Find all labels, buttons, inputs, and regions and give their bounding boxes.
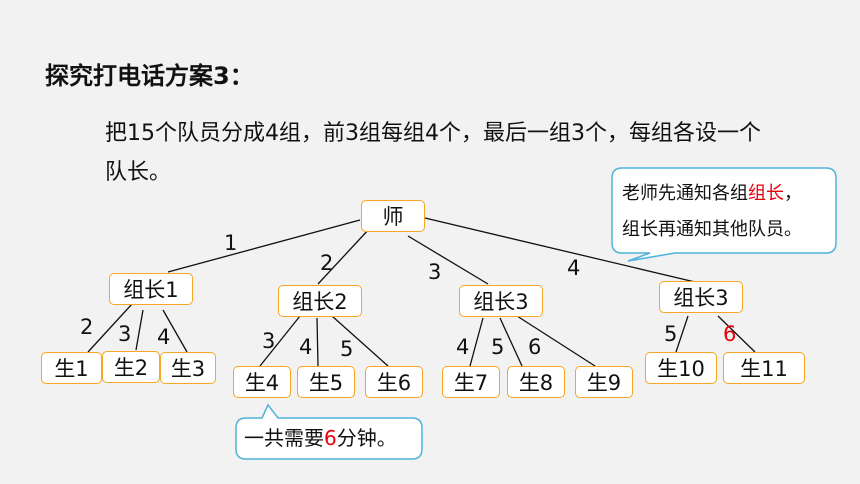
student-node-6: 生6	[365, 366, 423, 398]
callout-top-prefix: 老师先通知各组	[622, 183, 748, 204]
leader-node-4: 组长3	[659, 281, 743, 313]
callout-top-highlight: 组长	[748, 183, 784, 204]
page-title: 探究打电话方案3：	[45, 62, 254, 90]
edge-g3-s8	[499, 317, 523, 367]
edge-g2-s4	[259, 315, 301, 367]
callout-top-line2: 组长再通知其他队员。	[622, 219, 802, 240]
edge-g4-s11	[717, 315, 756, 353]
edge-label-g2-s5: 4	[299, 335, 313, 359]
leader-node-2: 组长2	[278, 285, 362, 317]
student-node-2: 生2	[102, 351, 160, 383]
student-node-5: 生5	[297, 366, 355, 398]
callout-top-shape	[611, 167, 837, 262]
edge-label-g1-s3: 4	[157, 325, 171, 349]
edge-label-g2-s4: 3	[262, 329, 276, 353]
callout-bottom-highlight: 6	[324, 426, 337, 450]
callout-bottom-text: 一共需要6分钟。	[244, 421, 397, 456]
edge-label-g1-s1: 2	[80, 315, 94, 339]
edge-g3-s9	[516, 315, 596, 367]
edge-label-root-3: 3	[428, 260, 442, 284]
edge-root-leader2	[317, 227, 371, 285]
student-node-3: 生3	[160, 352, 216, 384]
edge-label-root-1: 1	[224, 231, 238, 255]
edge-g2-s5	[316, 317, 319, 367]
edge-g1-s3	[162, 309, 188, 353]
callout-top-suffix: ，	[784, 183, 802, 204]
edge-g4-s10	[675, 315, 689, 353]
edge-root-leader4	[424, 217, 696, 283]
edge-g1-s1	[87, 303, 133, 353]
edge-g1-s2	[135, 309, 144, 351]
problem-description: 把15个队员分成4组，前3组每组4个，最后一组3个，每组各设一个队长。	[105, 121, 761, 185]
student-node-9: 生9	[575, 366, 633, 398]
edge-root-leader1	[167, 219, 361, 273]
callout-bottom-prefix: 一共需要	[244, 426, 324, 450]
edge-label-g4-s11: 6	[723, 322, 737, 346]
edge-label-root-2: 2	[320, 251, 334, 275]
student-node-10: 生10	[645, 352, 717, 384]
student-node-8: 生8	[507, 366, 565, 398]
edge-label-g1-s2: 3	[118, 322, 132, 346]
leader-node-1: 组长1	[109, 273, 193, 305]
leader-node-3: 组长3	[459, 285, 543, 317]
edge-label-g3-s7: 4	[456, 335, 470, 359]
student-node-1: 生1	[41, 352, 102, 384]
student-node-7: 生7	[442, 366, 500, 398]
edge-g3-s7	[469, 317, 484, 367]
root-node-teacher: 师	[361, 200, 425, 232]
edge-label-g2-s6: 5	[340, 337, 354, 361]
student-node-4: 生4	[233, 366, 291, 398]
edge-label-g3-s9: 6	[528, 335, 542, 359]
edge-root-leader3	[407, 235, 489, 285]
student-node-11: 生11	[723, 352, 805, 384]
callout-top-line1: 老师先通知各组组长，	[622, 176, 802, 211]
edge-label-g4-s10: 5	[664, 322, 678, 346]
callout-bottom-suffix: 分钟。	[336, 426, 397, 450]
edge-label-g3-s8: 5	[491, 335, 505, 359]
callout-bottom-shape	[235, 403, 423, 460]
edge-label-root-4: 4	[567, 256, 581, 280]
edge-g2-s6	[331, 315, 389, 367]
